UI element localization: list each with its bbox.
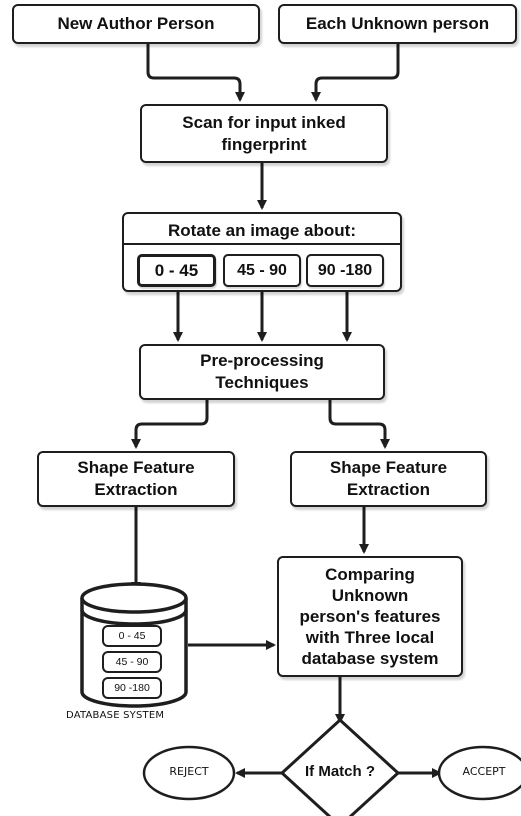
arrow-new-author-to-scan xyxy=(146,44,245,102)
reject-label: REJECT xyxy=(169,765,209,778)
arrow-preprocess-to-shape-right xyxy=(328,400,390,449)
preprocess-label-line1: Pre-processing xyxy=(200,351,324,370)
range-0-45-label: 0 - 45 xyxy=(154,260,199,280)
each-unknown-box: Each Unknown person xyxy=(278,4,517,44)
new-author-box: New Author Person xyxy=(12,4,260,44)
arrow-preprocess-to-shape-left xyxy=(131,400,209,449)
reject-ellipse xyxy=(142,745,236,801)
decision-label: If Match ? xyxy=(305,763,375,780)
compare-line3: person's features xyxy=(299,607,441,626)
compare-line5: database system xyxy=(301,649,439,668)
db-entry-90-180-label: 90 -180 xyxy=(114,682,150,694)
range-45-90-label: 45 - 90 xyxy=(237,261,287,279)
db-entry-45-90-label: 45 - 90 xyxy=(115,656,149,668)
shape-feature-right-box: Shape Feature Extraction xyxy=(290,451,487,507)
compare-line1: Comparing xyxy=(325,565,415,584)
arrow-unknown-to-scan xyxy=(311,44,400,102)
preprocess-label-line2: Techniques xyxy=(215,373,309,392)
database-label: DATABASE SYSTEM xyxy=(66,710,165,721)
preprocess-box: Pre-processing Techniques xyxy=(139,344,385,400)
decision-diamond xyxy=(279,717,401,816)
shape-left-label-line2: Extraction xyxy=(94,480,178,499)
db-entry-45-90: 45 - 90 xyxy=(102,651,162,673)
scan-label-line2: fingerprint xyxy=(221,134,307,154)
range-90-180: 90 -180 xyxy=(306,254,384,287)
db-entry-0-45: 0 - 45 xyxy=(102,625,162,647)
range-0-45: 0 - 45 xyxy=(137,254,216,287)
accept-label: ACCEPT xyxy=(462,765,506,778)
compare-line4: with Three local xyxy=(305,628,435,647)
db-entry-90-180: 90 -180 xyxy=(102,677,162,699)
compare-box: Comparing Unknown person's features with… xyxy=(277,556,463,677)
each-unknown-label: Each Unknown person xyxy=(305,14,490,33)
range-90-180-label: 90 -180 xyxy=(317,261,373,279)
db-entry-0-45-label: 0 - 45 xyxy=(118,630,146,642)
scan-label-line1: Scan for input inked xyxy=(182,112,346,132)
compare-line2: Unknown xyxy=(331,586,409,605)
shape-left-label-line1: Shape Feature xyxy=(77,458,195,477)
range-45-90: 45 - 90 xyxy=(223,254,301,287)
shape-feature-left-box: Shape Feature Extraction xyxy=(37,451,235,507)
rotate-divider xyxy=(124,243,400,245)
accept-ellipse xyxy=(437,745,521,801)
shape-right-label-line1: Shape Feature xyxy=(329,458,448,477)
rotate-title: Rotate an image about: xyxy=(168,221,356,240)
scan-box: Scan for input inked fingerprint xyxy=(140,104,388,163)
new-author-label: New Author Person xyxy=(57,14,215,33)
shape-right-label-line2: Extraction xyxy=(346,480,431,499)
